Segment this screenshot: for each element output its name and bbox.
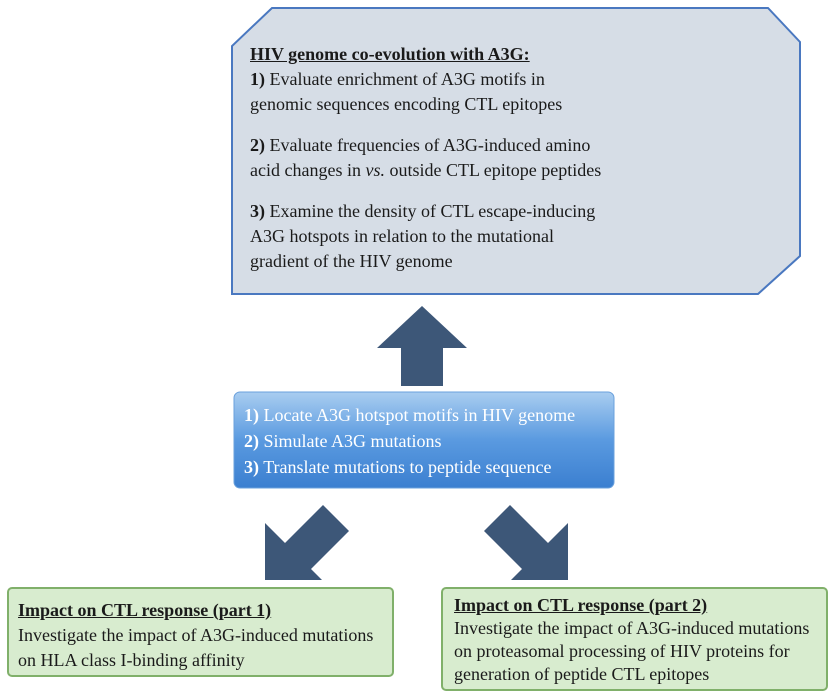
middle-item-2: 2) Simulate A3G mutations [244,431,442,451]
top-item-2: 2) Evaluate frequencies of A3G-induced a… [250,135,591,155]
bottom-right-title: Impact on CTL response (part 2) [454,595,708,615]
middle-box [233,391,615,489]
bottom-right-line-2: on proteasomal processing of HIV protein… [454,641,790,661]
top-item-3-line-3: gradient of the HIV genome [250,251,453,271]
bottom-left-line-2: on HLA class I-binding affinity [18,650,245,670]
arrow-down-right-icon [484,505,568,580]
top-item-3: 3) Examine the density of CTL escape-ind… [250,201,596,221]
bottom-left-box [7,587,394,677]
top-item-3-line-2: A3G hotspots in relation to the mutation… [250,226,554,246]
top-box-title: HIV genome co-evolution with A3G: [250,44,530,64]
middle-item-1: 1) Locate A3G hotspot motifs in HIV geno… [244,405,576,425]
top-box-text: HIV genome co-evolution with A3G: 1) Eva… [250,42,790,274]
bottom-right-text: Impact on CTL response (part 2) Investig… [454,594,824,686]
bottom-left-line-1: Investigate the impact of A3G-induced mu… [18,625,374,645]
bottom-right-line-1: Investigate the impact of A3G-induced mu… [454,618,810,638]
top-item-1-line-2: genomic sequences encoding CTL epitopes [250,94,563,114]
middle-box-text: 1) Locate A3G hotspot motifs in HIV geno… [244,402,604,480]
bottom-right-line-3: generation of peptide CTL epitopes [454,664,710,684]
top-item-1: 1) Evaluate enrichment of A3G motifs in [250,69,545,89]
top-box [231,7,801,295]
middle-item-3: 3) Translate mutations to peptide sequen… [244,457,552,477]
bottom-right-box [441,587,828,691]
bottom-left-title: Impact on CTL response (part 1) [18,600,272,620]
arrow-up-icon [377,306,467,386]
bottom-left-text: Impact on CTL response (part 1) Investig… [18,598,388,673]
arrow-down-left-icon [265,505,349,580]
top-item-2-line-2: acid changes in vs. outside CTL epitope … [250,160,602,180]
